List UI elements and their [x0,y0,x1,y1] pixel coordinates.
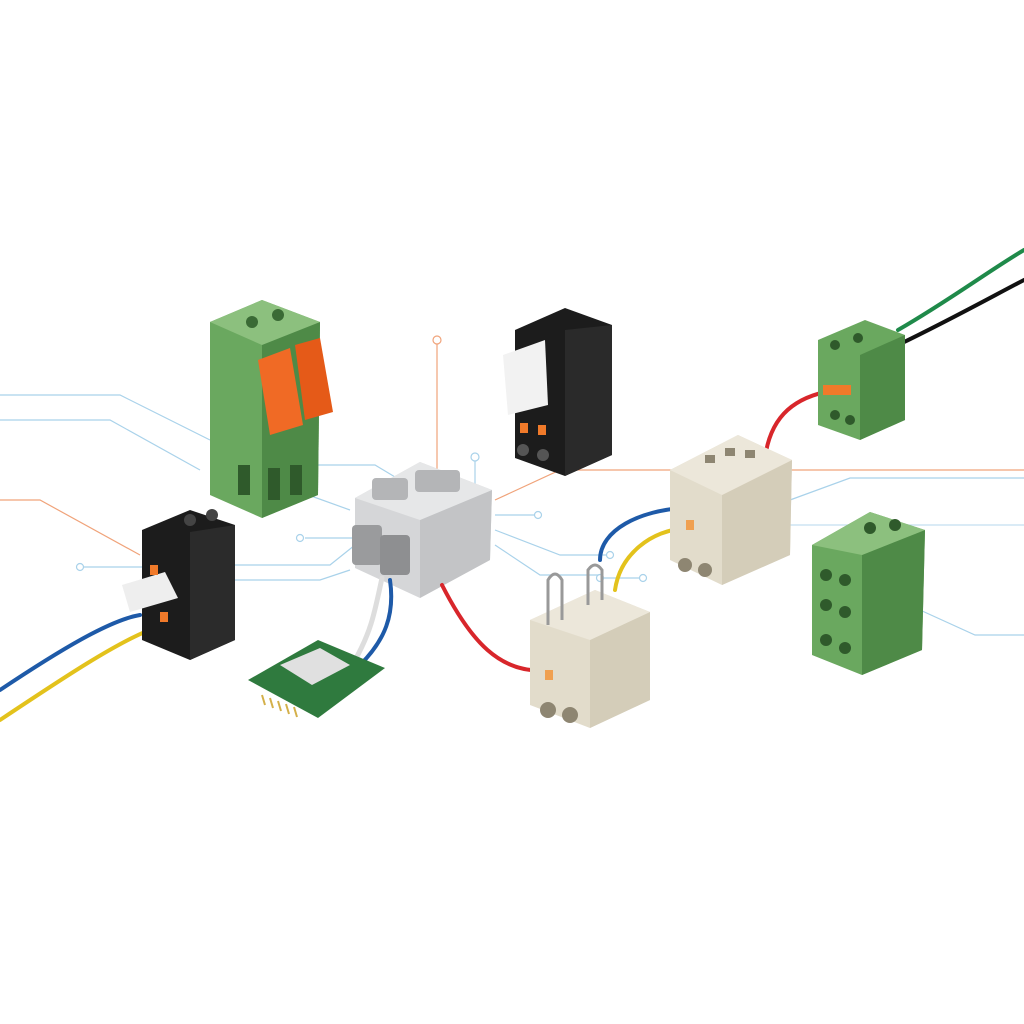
green-terminal-block-small [818,320,905,440]
beige-terminal-block-lower [530,563,650,728]
green-terminal-block-orange-levers [210,300,333,518]
black-terminal-block-left [122,509,235,660]
black-terminal-block-white-lever [503,308,612,476]
green-terminal-block-right [812,512,925,675]
pcb-module [248,640,385,718]
beige-terminal-block-upper [670,435,792,585]
grey-lever-connector [352,462,492,598]
